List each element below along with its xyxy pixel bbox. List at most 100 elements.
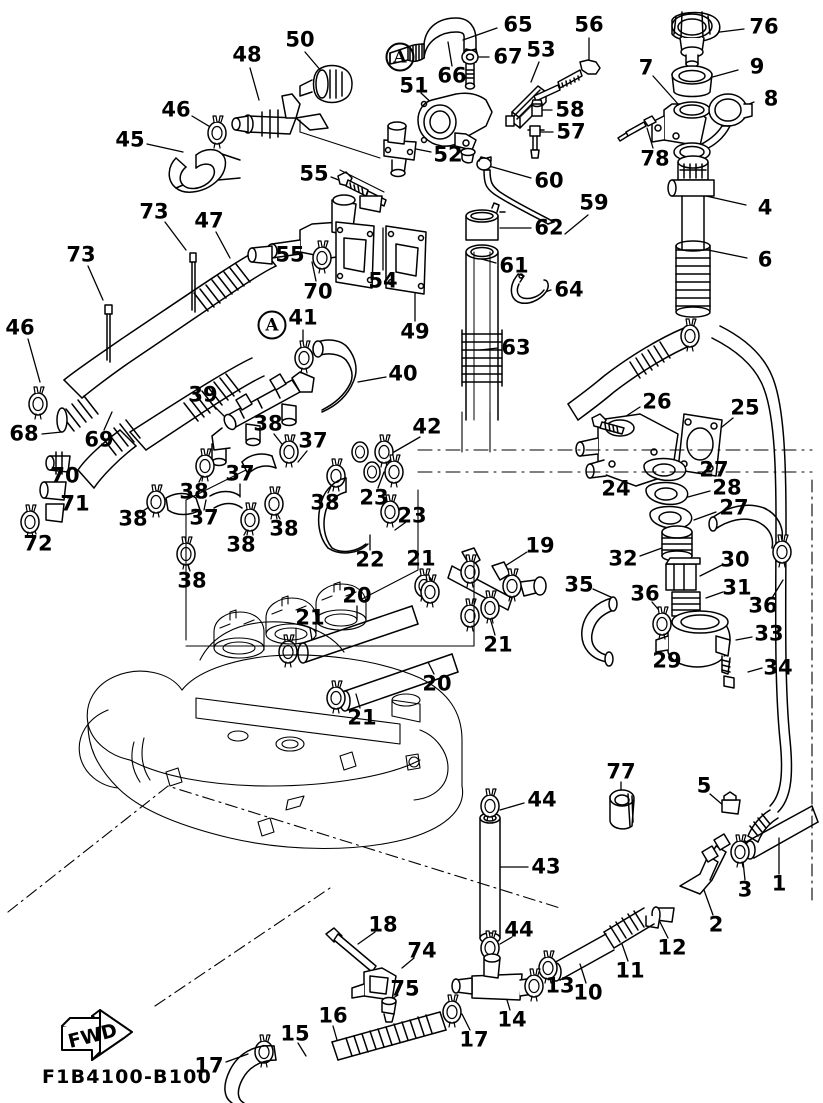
part-callout-55: 55 (299, 161, 329, 186)
part-callout-37: 37 (189, 505, 219, 530)
part-callout-34: 34 (763, 655, 793, 680)
part-callout-74: 74 (407, 938, 437, 963)
part-callout-38: 38 (253, 411, 283, 436)
part-callout-9: 9 (749, 54, 765, 79)
part-callout-66: 66 (437, 63, 467, 88)
part-callout-28: 28 (712, 475, 742, 500)
part-callout-52: 52 (433, 142, 463, 167)
part-callout-1: 1 (771, 871, 787, 896)
part-callout-77: 77 (606, 759, 636, 784)
part-callout-63: 63 (501, 335, 531, 360)
part-callout-47: 47 (194, 208, 224, 233)
part-callout-40: 40 (388, 361, 418, 386)
part-callout-53: 53 (526, 37, 556, 62)
part-callout-50: 50 (285, 27, 315, 52)
part-callout-75: 75 (390, 976, 420, 1001)
part-callout-21: 21 (406, 546, 436, 571)
part-callout-27: 27 (719, 495, 749, 520)
part-callout-23: 23 (397, 503, 427, 528)
part-callout-25: 25 (730, 395, 760, 420)
part-callout-59: 59 (579, 190, 609, 215)
part-callout-12: 12 (657, 935, 687, 960)
part-callout-56: 56 (574, 12, 604, 37)
part-callout-71: 71 (60, 491, 90, 516)
part-callout-78: 78 (640, 146, 670, 171)
part-callout-5: 5 (696, 773, 712, 798)
part-callout-11: 11 (615, 958, 645, 983)
part-callout-64: 64 (554, 277, 584, 302)
part-callout-62: 62 (534, 215, 564, 240)
part-callout-44: 44 (504, 917, 534, 942)
part-callout-22: 22 (355, 547, 385, 572)
part-callout-4: 4 (757, 195, 773, 220)
reference-mark-a: A (257, 310, 287, 340)
part-callout-17: 17 (459, 1027, 489, 1052)
part-callout-46: 46 (5, 315, 35, 340)
part-callout-38: 38 (177, 568, 207, 593)
part-callout-31: 31 (722, 575, 752, 600)
part-callout-49: 49 (400, 319, 430, 344)
part-callout-6: 6 (757, 247, 773, 272)
part-callout-67: 67 (493, 44, 523, 69)
part-callout-38: 38 (226, 532, 256, 557)
part-callout-42: 42 (412, 414, 442, 439)
part-callout-48: 48 (232, 42, 262, 67)
part-callout-51: 51 (399, 73, 429, 98)
part-callout-38: 38 (269, 516, 299, 541)
reference-mark-a: A (385, 42, 415, 72)
part-callout-24: 24 (601, 476, 631, 501)
part-callout-19: 19 (525, 533, 555, 558)
part-callout-37: 37 (225, 461, 255, 486)
part-callout-73: 73 (66, 242, 96, 267)
part-callout-61: 61 (499, 253, 529, 278)
part-callout-21: 21 (347, 705, 377, 730)
part-callout-30: 30 (720, 547, 750, 572)
part-callout-58: 58 (555, 97, 585, 122)
part-callout-76: 76 (749, 14, 779, 39)
part-callout-20: 20 (342, 583, 372, 608)
part-callout-29: 29 (652, 648, 682, 673)
part-callout-69: 69 (84, 427, 114, 452)
part-callout-68: 68 (9, 421, 39, 446)
part-callout-36: 36 (630, 581, 660, 606)
part-callout-8: 8 (763, 86, 779, 111)
part-callout-72: 72 (23, 531, 53, 556)
part-callout-35: 35 (564, 572, 594, 597)
part-callout-32: 32 (608, 546, 638, 571)
part-callout-16: 16 (318, 1003, 348, 1028)
part-callout-17: 17 (194, 1053, 224, 1078)
part-callout-44: 44 (527, 787, 557, 812)
part-callout-36: 36 (748, 593, 778, 618)
part-callout-39: 39 (188, 382, 218, 407)
part-callout-14: 14 (497, 1007, 527, 1032)
part-callout-15: 15 (280, 1021, 310, 1046)
part-callout-21: 21 (483, 632, 513, 657)
part-callout-70: 70 (50, 463, 80, 488)
part-callout-54: 54 (368, 268, 398, 293)
part-callout-33: 33 (754, 621, 784, 646)
part-callout-2: 2 (708, 912, 724, 937)
part-callout-57: 57 (556, 119, 586, 144)
part-callout-38: 38 (179, 479, 209, 504)
part-callout-23: 23 (359, 485, 389, 510)
part-callout-38: 38 (118, 506, 148, 531)
part-callout-7: 7 (638, 55, 654, 80)
part-callout-26: 26 (642, 389, 672, 414)
part-callout-38: 38 (310, 490, 340, 515)
part-callout-65: 65 (503, 12, 533, 37)
part-callout-41: 41 (288, 305, 318, 330)
part-callout-13: 13 (545, 973, 575, 998)
part-callout-43: 43 (531, 854, 561, 879)
part-callout-55: 55 (275, 242, 305, 267)
part-callout-3: 3 (737, 877, 753, 902)
part-callout-21: 21 (295, 605, 325, 630)
part-callout-45: 45 (115, 127, 145, 152)
part-callout-18: 18 (368, 912, 398, 937)
part-callout-46: 46 (161, 97, 191, 122)
part-callout-70: 70 (303, 279, 333, 304)
part-callout-20: 20 (422, 671, 452, 696)
part-callout-73: 73 (139, 199, 169, 224)
part-callout-60: 60 (534, 168, 564, 193)
